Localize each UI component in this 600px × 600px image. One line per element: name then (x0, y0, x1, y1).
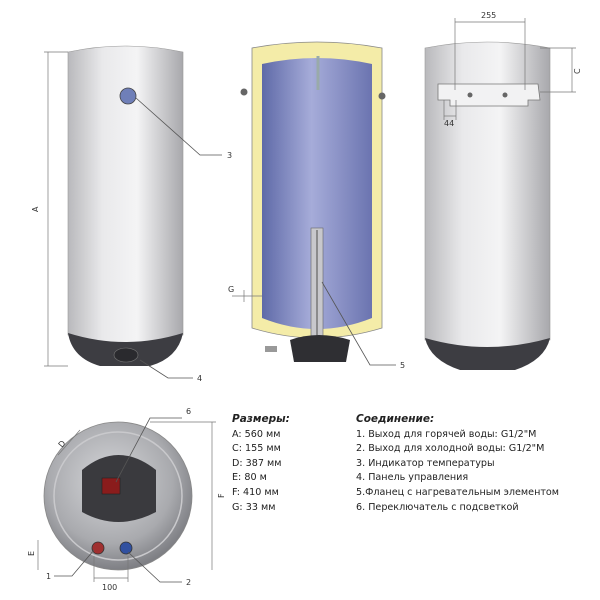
dim-100-label: 100 (102, 583, 117, 592)
bracket-hole-right (502, 92, 508, 98)
dim-G-label: G (228, 285, 234, 294)
callout-5: 5 (400, 361, 405, 370)
dim-F-label: F (217, 493, 226, 498)
connection-item: 6. Переключатель с подсветкой (356, 501, 519, 513)
switch-button (101, 477, 121, 495)
callout-3: 3 (227, 151, 232, 160)
spec-row: C: 155 мм (232, 443, 281, 455)
callout-2: 2 (186, 578, 191, 587)
spec-row: D: 387 мм (232, 457, 282, 469)
spec-row: E: 80 м (232, 472, 267, 484)
dim-C-label: C (573, 68, 582, 74)
bracket-hole-left (467, 92, 473, 98)
leader-1 (54, 549, 95, 577)
leader-6 (115, 417, 182, 483)
dim-A-label: A (31, 206, 40, 212)
cold-inlet (119, 541, 133, 555)
connection-item: 1. Выход для горячей воды: G1/2"M (356, 428, 537, 440)
fitting-left (240, 88, 248, 96)
bottom-cap-right (425, 338, 550, 370)
side-view-left: A 3 4 (31, 45, 232, 383)
leader-3 (135, 97, 222, 156)
leader-4 (139, 359, 193, 379)
front-view: D E F 100 1 2 6 (27, 407, 226, 592)
cutaway-view: G 5 (228, 41, 405, 370)
hot-outlet (91, 541, 105, 555)
dim-255-label: 255 (481, 11, 496, 20)
callout-1: 1 (46, 572, 51, 581)
fitting-right (378, 92, 386, 100)
dim-D-line (57, 429, 81, 456)
connection-item: 4. Панель управления (356, 472, 469, 484)
dim-E-label: E (27, 551, 36, 556)
dim-44-label: 44 (444, 119, 454, 128)
connection-item: 3. Индикатор температуры (356, 457, 495, 469)
mounting-bracket (437, 83, 541, 107)
connections-title: Соединение: (356, 413, 435, 425)
rear-view: 255 C 44 (424, 11, 582, 370)
connections-panel: Соединение: 1. Выход для горячей воды: G… (356, 412, 596, 515)
spec-row: F: 410 мм (232, 486, 279, 498)
inner-tank (262, 58, 372, 329)
inlet-pipe (265, 346, 277, 352)
leader-5 (321, 281, 396, 366)
front-ring (53, 431, 183, 561)
leader-2 (127, 551, 182, 583)
temperature-indicator (119, 87, 137, 105)
spec-row: G: 33 мм (232, 501, 276, 513)
dimensions-title: Размеры: (232, 413, 290, 425)
flange (290, 335, 350, 362)
connection-item: 2. Выход для холодной воды: G1/2"M (356, 443, 545, 455)
callout-4: 4 (197, 374, 202, 383)
spec-row: A: 560 мм (232, 428, 281, 440)
control-panel-knob (113, 347, 139, 363)
dim-D-label: D (57, 439, 68, 450)
connection-item: 5.Фланец с нагревательным элементом (356, 486, 560, 498)
dimensions-panel: Размеры: A: 560 мм C: 155 мм D: 387 мм E… (232, 412, 322, 515)
callout-6: 6 (186, 407, 191, 416)
